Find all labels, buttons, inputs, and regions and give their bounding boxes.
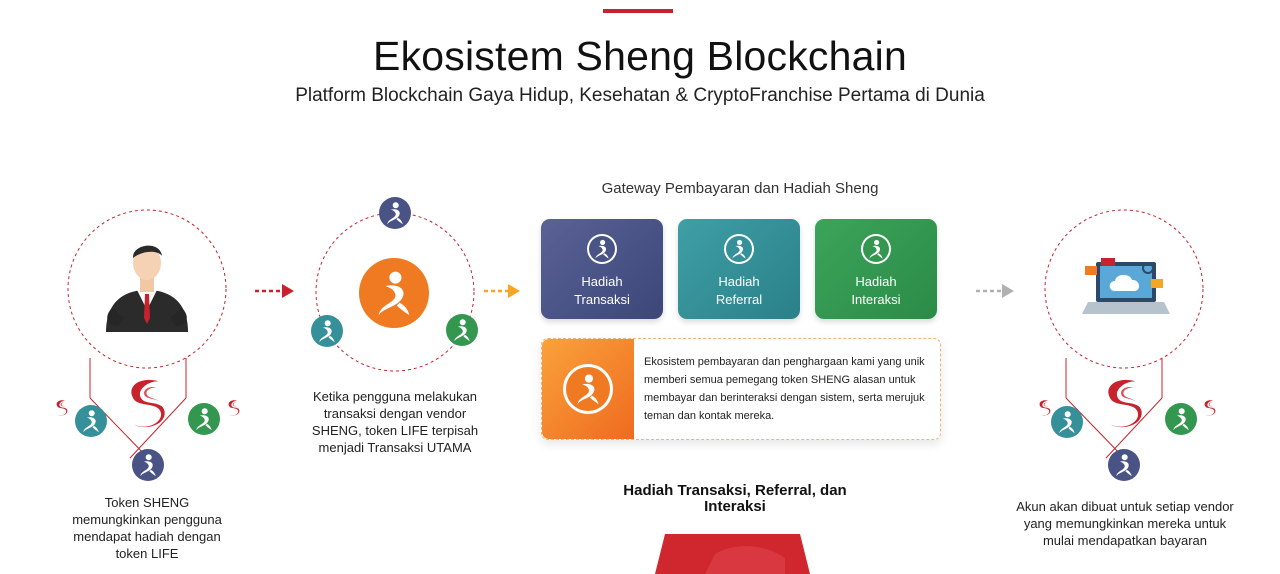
life-group [311,197,478,372]
decorative-red-shape [655,534,810,574]
card-label-line2: Transaksi [574,292,630,307]
life-token-icon [563,364,613,414]
businessman-icon [106,245,188,332]
caption-line: transaksi dengan vendor [323,406,467,421]
card-label-line2: Interaksi [851,292,901,307]
person-emblem-icon [587,234,617,264]
info-box: Ekosistem pembayaran dan penghargaan kam… [541,338,941,440]
person-emblem-icon [1108,449,1140,481]
card-hadiah-referral: Hadiah Referral [678,219,800,319]
card-label-line1: Hadiah [718,274,760,289]
laptop-cloud-icon [1082,258,1170,314]
page-subtitle: Platform Blockchain Gaya Hidup, Kesehata… [295,85,985,106]
caption-line: Akun akan dibuat untuk setiap vendor [1016,499,1234,514]
user-group [56,209,240,481]
caption-line: mulai mendapatkan bayaran [1042,533,1208,548]
sheng-logo-icon [1108,379,1142,428]
caption-line: Ketika pengguna melakukan [312,389,478,404]
info-logo-panel [542,339,634,439]
rewards-summary-title: Hadiah Transaksi, Referral, dan Interaks… [610,483,860,515]
caption-line: SHENG, token LIFE terpisah [311,423,479,438]
person-emblem-icon [1165,403,1197,435]
sheng-small-logo-icon [228,400,240,416]
arrow-right-icon [976,284,1014,298]
person-emblem-icon [379,197,411,229]
person-emblem-icon [311,315,343,347]
user-caption: Token SHENG memungkinkan pengguna mendap… [52,494,242,562]
gateway-title: Gateway Pembayaran dan Hadiah Sheng [601,180,879,197]
caption-line: memungkinkan pengguna [72,512,222,527]
card-hadiah-transaksi: Hadiah Transaksi [541,219,663,319]
arrow-right-icon [255,284,294,298]
person-emblem-icon [188,403,220,435]
caption-line: Token SHENG [104,495,190,510]
sheng-small-logo-icon [56,400,68,416]
vendor-group [1039,209,1216,481]
person-emblem-icon [861,234,891,264]
life-token-icon [359,258,429,328]
person-emblem-icon [446,314,478,346]
person-emblem-icon [132,449,164,481]
person-emblem-icon [724,234,754,264]
vendor-caption: Akun akan dibuat untuk setiap vendor yan… [990,498,1260,549]
card-label-line1: Hadiah [581,274,623,289]
life-caption: Ketika pengguna melakukan transaksi deng… [290,388,500,456]
card-label-line1: Hadiah [855,274,897,289]
summary-line: Hadiah Transaksi, Referral, dan [623,482,847,499]
caption-line: yang memungkinkan mereka untuk [1023,516,1227,531]
sheng-logo-icon [131,379,165,428]
page-title: Ekosistem Sheng Blockchain [373,33,907,79]
header-accent-bar [603,9,673,13]
arrow-right-icon [484,284,520,298]
caption-line: mendapat hadiah dengan [73,529,221,544]
caption-line: token LIFE [115,546,179,561]
sheng-small-logo-icon [1039,400,1051,416]
info-text: Ekosistem pembayaran dan penghargaan kam… [644,356,925,422]
sheng-small-logo-icon [1204,400,1216,416]
card-hadiah-interaksi: Hadiah Interaksi [815,219,937,319]
person-emblem-icon [1051,406,1083,438]
card-label-line2: Referral [715,292,763,307]
caption-line: menjadi Transaksi UTAMA [318,440,472,455]
person-emblem-icon [75,405,107,437]
summary-line: Interaksi [704,498,766,515]
